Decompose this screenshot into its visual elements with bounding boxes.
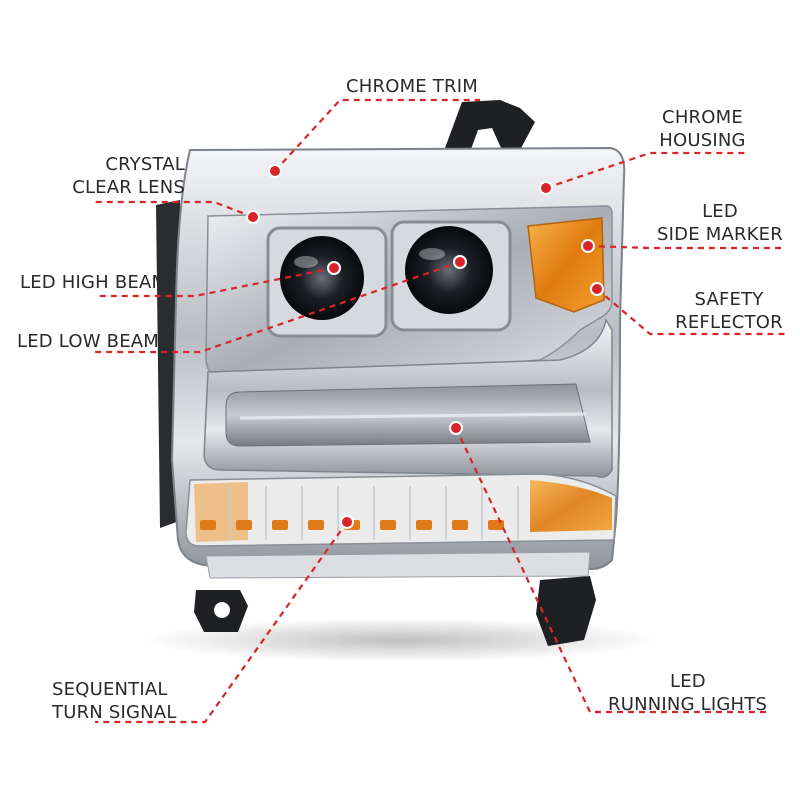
lower-chrome-lip [205, 551, 591, 579]
leader-sequential-turn-signal [95, 521, 348, 724]
point-led-side-marker [581, 239, 595, 253]
high-beam-projector [280, 236, 364, 320]
label-safety-reflector: SAFETY REFLECTOR [675, 289, 783, 333]
leader-crystal-clear-lens [95, 200, 254, 219]
point-safety-reflector [590, 282, 604, 296]
label-led-low-beam: LED LOW BEAM [17, 331, 160, 352]
label-chrome-trim: CHROME TRIM [346, 76, 478, 97]
callout-points [246, 164, 604, 529]
point-sequential-turn-signal [340, 515, 354, 529]
turn-signal-housing [185, 473, 617, 547]
ground-shadow [140, 618, 660, 662]
point-chrome-housing [539, 181, 553, 195]
leader-lines [95, 98, 785, 724]
side-marker-amber [527, 217, 605, 313]
leader-chrome-housing [545, 151, 745, 190]
label-led-running-lights: LED RUNNING LIGHTS [608, 671, 768, 715]
leader-chrome-trim [274, 98, 480, 172]
label-led-high-beam: LED HIGH BEAM [20, 272, 168, 293]
low-beam-projector [405, 226, 493, 314]
label-led-side-marker: LED SIDE MARKER [657, 201, 783, 245]
point-led-low-beam [453, 255, 467, 269]
top-mount-bracket [445, 100, 535, 152]
point-led-high-beam [327, 261, 341, 275]
leader-led-low-beam [95, 260, 461, 354]
label-sequential-turn-signal: SEQUENTIAL TURN SIGNAL [52, 679, 177, 723]
point-chrome-trim [268, 164, 282, 178]
leader-safety-reflector [596, 288, 785, 336]
leader-led-running-lights [455, 427, 770, 714]
leader-led-high-beam [95, 266, 335, 298]
point-led-running-lights [449, 421, 463, 435]
label-crystal-clear-lens: CRYSTAL CLEAR LENS [72, 154, 185, 198]
point-crystal-clear-lens [246, 210, 260, 224]
label-chrome-housing: CHROME HOUSING [659, 107, 746, 151]
